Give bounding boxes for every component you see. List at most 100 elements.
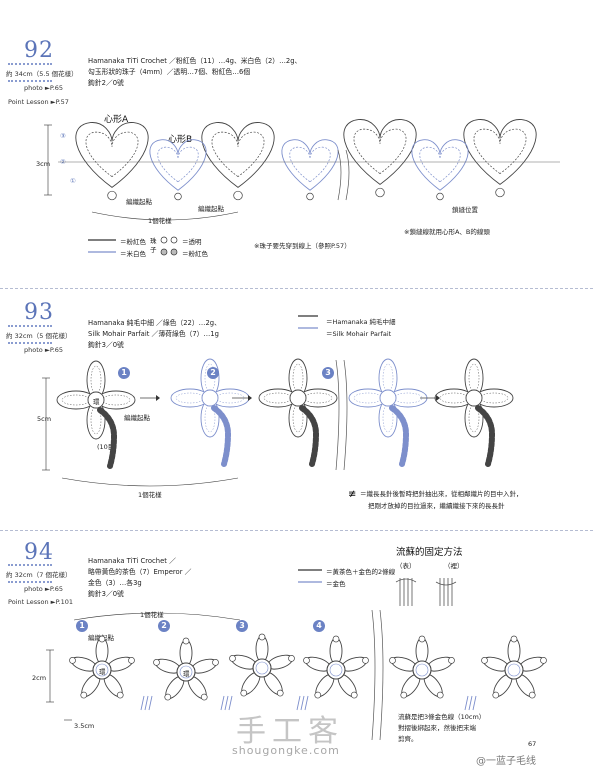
start-a-92: 編織起點 (126, 198, 152, 206)
ring-label: 環 (93, 398, 100, 406)
watermark-url: shougongke.com (232, 744, 340, 757)
materials-92: Hamanaka TiTi Crochet ／粉紅色（11）…4g、米白色（2）… (88, 56, 301, 89)
size-94: 約 32cm（7 個花樣） (6, 571, 72, 579)
dotted-rule (8, 564, 52, 566)
material-line: 鉤針3／0號 (88, 590, 124, 598)
dotted-rule (8, 80, 52, 82)
row-3: ③ (60, 132, 66, 140)
size-92: 約 34cm（5.5 個花樣） (6, 70, 78, 78)
start-b-92: 編織起點 (198, 205, 224, 213)
dotted-rule (8, 342, 52, 344)
heart-motif (343, 119, 417, 198)
pattern-number-92: 92 (24, 38, 54, 63)
legend-white: ＝米白色 (120, 250, 146, 258)
note-93-line1: ＝織長長針後暫時把針抽出來，從相鄰織片的目中入針， (360, 490, 523, 498)
photo-ref-92: photo ►P.65 (24, 84, 64, 92)
flower-motif (170, 358, 250, 467)
legend-bead-word: 珠子 (150, 237, 157, 254)
repeat-92: 1個花樣 (148, 217, 172, 225)
legend-clear-bead: ＝透明 (182, 238, 202, 246)
legend-pink-bead: ＝粉紅色 (182, 250, 208, 258)
size-93: 約 32cm（5 個花樣） (6, 332, 72, 340)
note-93-line2: 把剛才放掉的目拉過來，繼續織接下來的長長針 (368, 502, 505, 510)
heart-motif (281, 139, 339, 201)
flower-chain-93: ≢ (42, 315, 514, 500)
tassel-note-line: 對摺後綁起來，然後把末端 (398, 724, 476, 732)
tassel-note-line: 剪齊。 (398, 735, 418, 743)
stitch-count-93: (10目) (97, 443, 117, 451)
star-chain-94 (46, 569, 547, 741)
material-line: Hamanaka TiTi Crochet ／ (88, 557, 176, 565)
step-marker: 2 (207, 367, 219, 379)
height-92: 3cm (36, 160, 51, 168)
watermark-user: @一蓝子毛线 (476, 756, 536, 767)
tassel-back-label: （裡） (444, 562, 464, 570)
note-join: ※鎖縫線就用心形A、B的線頭 (404, 228, 490, 236)
flower-motif (56, 360, 136, 469)
heart-motif (463, 119, 537, 198)
dotted-rule (8, 325, 52, 327)
page-number: 67 (528, 740, 537, 748)
legend-gold: ＝金色 (326, 580, 346, 588)
material-line: Hamanaka 純毛中細 ／綠色（22）…2g、 (88, 319, 221, 327)
material-line: 鉤針2／0號 (88, 79, 124, 87)
height-93: 5cm (37, 415, 52, 423)
repeat-93: 1個花樣 (138, 491, 162, 499)
watermark-main: 手工客 (236, 714, 344, 749)
repeat-94: 1個花樣 (140, 611, 164, 619)
step-marker: 4 (313, 620, 325, 632)
pattern-number-93: 93 (24, 300, 54, 325)
material-line: Silk Mohair Parfait ／薄荷綠色（7）…1g (88, 330, 219, 338)
heart-motif (75, 122, 149, 201)
step-marker: 2 (158, 620, 170, 632)
pattern-number-94: 94 (24, 540, 54, 565)
star-motif (481, 635, 547, 699)
tassel-note: 流蘇是把3條金色線（10cm） 對摺後綁起來，然後把末端 剪齊。 (398, 712, 485, 745)
section-divider (0, 288, 593, 289)
width-94: 3.5cm (74, 722, 95, 730)
material-line: 略帶黃色的茶色（7）Emperor ／ (88, 568, 192, 576)
row-1: ① (70, 177, 76, 185)
legend-wool: ＝Hamanaka 純毛中細 (326, 318, 396, 326)
legend-mohair: ＝Silk Mohair Parfait (326, 330, 392, 338)
tassel-front-label: （表） (396, 562, 416, 570)
tassel-title: 流蘇的固定方法 (396, 547, 463, 558)
step-marker: 1 (118, 367, 130, 379)
start-93: 編織起點 (124, 414, 150, 422)
dotted-rule (8, 581, 52, 583)
step-marker: 1 (76, 620, 88, 632)
label-heart-b: 心形B (168, 135, 193, 145)
heart-motif (201, 122, 275, 201)
join-position: 鎖縫位置 (452, 206, 478, 214)
flower-motif (348, 358, 428, 467)
materials-94: Hamanaka TiTi Crochet ／ 略帶黃色的茶色（7）Empero… (88, 556, 191, 600)
ring-label: 環 (99, 668, 106, 676)
section-divider (0, 530, 593, 531)
legend-two-strands: ＝黃茶色＋金色的2條線 (326, 568, 396, 576)
star-motif (389, 635, 455, 699)
star-motif (229, 633, 295, 697)
heart-motif (149, 139, 207, 201)
heart-chain-92 (44, 119, 560, 256)
material-line: 勾玉形狀的珠子（4mm）／透明…7個、粉紅色…6個 (88, 68, 251, 76)
step-marker: 3 (236, 620, 248, 632)
materials-93: Hamanaka 純毛中細 ／綠色（22）…2g、 Silk Mohair Pa… (88, 318, 221, 351)
photo-ref-93: photo ►P.65 (24, 346, 64, 354)
material-line: 鉤針3／0號 (88, 341, 124, 349)
material-line: 金色（3）…各3g (88, 579, 142, 587)
material-line: Hamanaka TiTi Crochet ／粉紅色（11）…4g、米白色（2）… (88, 57, 302, 65)
legend-pink: ＝粉紅色 (120, 238, 146, 246)
star-motif (153, 637, 219, 701)
star-motif (303, 635, 369, 699)
tassel-note-line: 流蘇是把3條金色線（10cm） (398, 713, 486, 721)
star-motif (69, 635, 135, 699)
flower-motif (434, 358, 514, 467)
label-heart-a: 心形A (104, 115, 129, 125)
note-bead: ※珠子要先穿到線上（參照P.57） (254, 242, 351, 250)
svg-text:≢: ≢ (348, 489, 356, 500)
lesson-ref-94: Point Lesson ►P.101 (8, 598, 74, 606)
flower-motif (258, 358, 338, 467)
photo-ref-94: photo ►P.65 (24, 585, 64, 593)
height-94: 2cm (32, 674, 47, 682)
